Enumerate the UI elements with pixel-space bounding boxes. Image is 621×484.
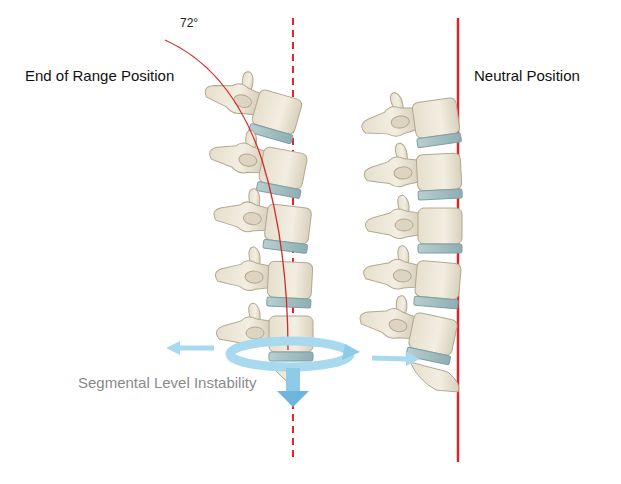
range-arc bbox=[165, 40, 288, 350]
rotation-ring bbox=[230, 341, 350, 367]
transverse-process bbox=[238, 153, 258, 168]
transverse-process bbox=[395, 219, 413, 231]
transverse-process bbox=[390, 115, 409, 129]
ring-arrowhead bbox=[342, 344, 360, 360]
transverse-process bbox=[394, 166, 413, 179]
vertebral-body bbox=[418, 208, 462, 244]
transverse-process bbox=[245, 271, 264, 284]
transverse-process bbox=[232, 93, 253, 109]
spinous-process bbox=[360, 104, 417, 141]
vertebral-body bbox=[416, 153, 462, 191]
transverse-process bbox=[246, 327, 264, 339]
intervertebral-disc bbox=[267, 297, 311, 308]
spinous-process bbox=[362, 256, 418, 290]
vertebral-body bbox=[264, 203, 312, 244]
vertebral-body bbox=[269, 316, 313, 352]
right-arrow-shaft bbox=[372, 358, 408, 359]
vertebra bbox=[361, 243, 462, 309]
spinous-process bbox=[212, 198, 269, 234]
spinous-process bbox=[363, 156, 418, 188]
vertebra bbox=[211, 184, 314, 253]
vertebral-body bbox=[267, 261, 313, 299]
vertebra bbox=[365, 195, 462, 253]
vertebra bbox=[363, 140, 463, 203]
transverse-process bbox=[393, 269, 412, 283]
down-arrowhead bbox=[277, 391, 309, 407]
intervertebral-disc bbox=[269, 352, 313, 361]
intervertebral-disc bbox=[263, 239, 308, 253]
sacrum-tip bbox=[410, 362, 459, 392]
flexed-spine bbox=[198, 62, 314, 384]
down-arrow-shaft bbox=[286, 368, 300, 392]
left-arrowhead bbox=[166, 341, 180, 355]
vertebral-body bbox=[415, 260, 462, 300]
vertebra bbox=[358, 84, 462, 155]
transverse-process bbox=[243, 212, 262, 226]
intervertebral-disc bbox=[414, 296, 459, 309]
instability-label: Segmental Level Instability bbox=[78, 374, 256, 392]
vertebral-body bbox=[412, 97, 461, 139]
intervertebral-disc bbox=[256, 181, 301, 198]
position-heading: Neutral Position bbox=[474, 67, 580, 85]
position-heading: End of Range Position bbox=[25, 67, 174, 85]
right-arrowhead bbox=[406, 352, 420, 366]
transverse-process bbox=[388, 318, 408, 333]
spinous-process bbox=[365, 209, 419, 239]
vertebra bbox=[204, 123, 310, 198]
spinous-process bbox=[215, 259, 270, 291]
intervertebral-disc bbox=[418, 189, 462, 200]
spinous-process bbox=[207, 137, 265, 176]
angle-label: 72° bbox=[180, 16, 198, 30]
intervertebral-disc bbox=[417, 133, 462, 148]
intervertebral-disc bbox=[418, 244, 462, 253]
neutral-spine bbox=[354, 84, 462, 392]
left-arrow-shaft bbox=[178, 346, 214, 351]
vertebra bbox=[214, 245, 314, 308]
spinous-process bbox=[357, 302, 416, 342]
